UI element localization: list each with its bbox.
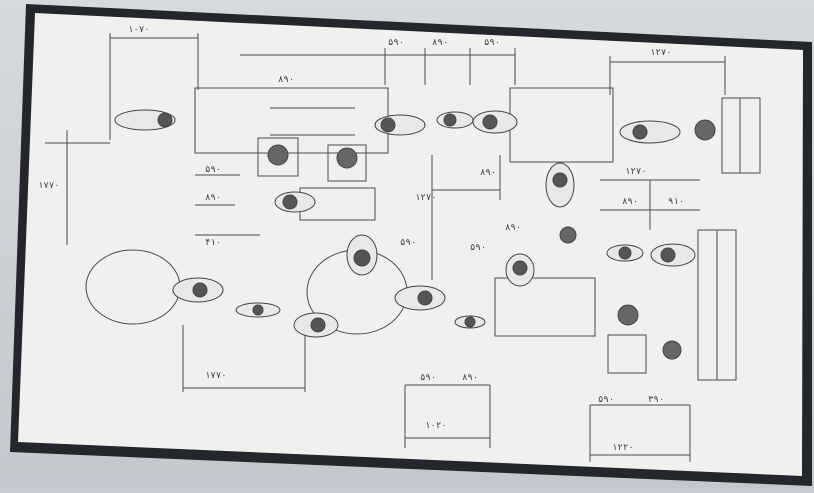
person-head (267, 144, 289, 166)
dim-line-left (45, 130, 110, 245)
dim-line-bottom-left (182, 325, 306, 392)
people-figures (114, 109, 716, 360)
dim-label: ۵۹۰ (470, 243, 486, 253)
dim-label: ۸۹۰ (278, 75, 294, 85)
person-head (482, 114, 498, 130)
dim-label: ۵۹۰ (400, 238, 416, 248)
dimension-labels: ۱۰۷۰ ۸۹۰ ۵۹۰ ۸۹۰ ۵۹۰ ۱۲۷۰ ۵۹۰ ۸۹۰ ۱۷۷۰ ۱… (38, 25, 684, 453)
person-head (282, 194, 298, 210)
dim-label: ۸۹۰ (622, 197, 638, 207)
dim-label: ۸۹۰ (505, 223, 521, 233)
dim-label: ۵۹۰ (598, 395, 614, 405)
dim-label: ۱۰۷۰ (128, 25, 150, 35)
person-head (353, 249, 371, 267)
dim-label: ۵۹۰ (420, 373, 436, 383)
dim-lines-table (270, 107, 355, 136)
dim-label: ۵۹۰ (205, 165, 221, 175)
dim-line-bottom-right (589, 404, 691, 462)
person-head (443, 113, 457, 127)
person-head (417, 290, 433, 306)
dim-lines-left-middle (195, 174, 260, 236)
dim-label: ۱۲۲۰ (612, 443, 634, 453)
dim-label: ۱۰۲۰ (425, 421, 447, 431)
person-head (310, 317, 326, 333)
person-head (660, 247, 676, 263)
dim-label: ۸۹۰ (480, 168, 496, 178)
person-head (662, 340, 682, 360)
person-head (512, 260, 528, 276)
chair-right (607, 334, 647, 374)
person-head (380, 117, 396, 133)
dim-lines-middle (431, 155, 501, 280)
person-head (694, 119, 716, 141)
dim-lines-right (600, 179, 700, 230)
dim-label: ۵۹۰ (388, 38, 404, 48)
dim-label: ۸۹۰ (432, 38, 448, 48)
desk-lower-right (494, 277, 596, 337)
dim-label: ۸۹۰ (462, 373, 478, 383)
chair-1 (257, 137, 299, 177)
person-figure (619, 120, 681, 144)
chair-2 (327, 144, 367, 182)
dim-label: ۱۲۷۰ (415, 193, 437, 203)
dim-label: ۱۲۷۰ (650, 48, 672, 58)
dim-label: ۴۱۰ (205, 238, 221, 248)
dim-label: ۱۷۷۰ (205, 371, 227, 381)
person-head (559, 226, 577, 244)
drawing-lines (45, 33, 761, 462)
person-head (618, 246, 632, 260)
dim-label: ۵۹۰ (484, 38, 500, 48)
dim-line-top-left (109, 33, 199, 140)
person-head (157, 112, 173, 128)
person-head (252, 304, 264, 316)
person-head (336, 147, 358, 169)
dim-line-top-right (609, 56, 726, 95)
dim-line-bottom-middle (404, 384, 491, 448)
dim-label: ۱۷۷۰ (38, 181, 60, 191)
dim-label: ۸۹۰ (205, 193, 221, 203)
bookshelf-top (721, 97, 761, 174)
person-head (192, 282, 208, 298)
person-head (617, 304, 639, 326)
dim-label: ۱۲۷۰ (625, 167, 647, 177)
dim-ticks-top-middle (384, 48, 516, 85)
sheet-paper (18, 13, 803, 476)
person-head (632, 124, 648, 140)
person-head (464, 316, 476, 328)
person-head (552, 172, 568, 188)
dim-label: ۳۹۰ (648, 395, 664, 405)
dim-label: ۹۱۰ (668, 197, 684, 207)
